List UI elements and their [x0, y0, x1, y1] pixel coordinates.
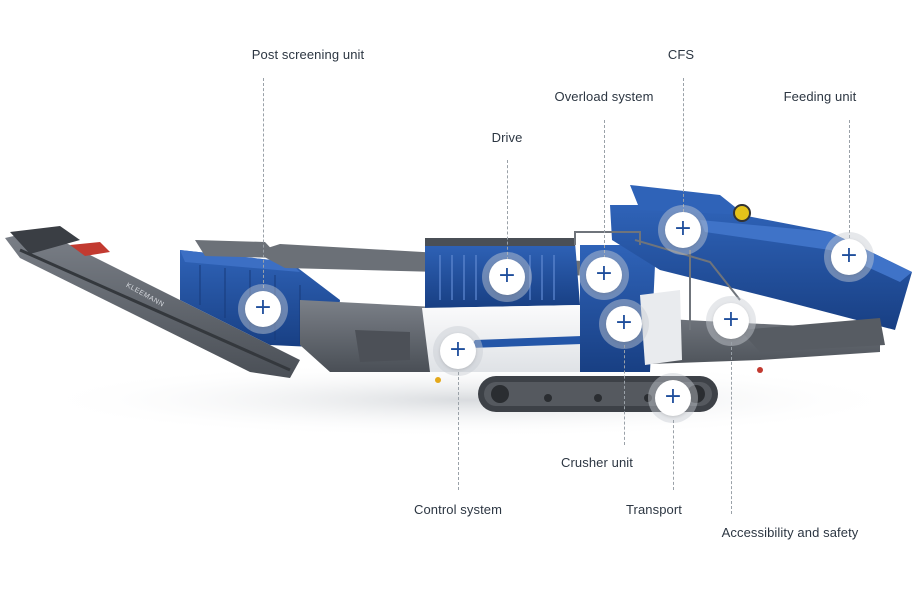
- plus-icon: +: [721, 307, 741, 332]
- hotspot-cfs[interactable]: +: [665, 212, 701, 248]
- plus-icon: +: [673, 216, 693, 241]
- hotspot-feeding-unit[interactable]: +: [831, 239, 867, 275]
- leader-transport: [673, 420, 674, 490]
- label-cfs: CFS: [667, 47, 695, 62]
- hotspot-transport[interactable]: +: [655, 380, 691, 416]
- hotspot-control-system[interactable]: +: [440, 333, 476, 369]
- plus-icon: +: [497, 263, 517, 288]
- plus-icon: +: [253, 295, 273, 320]
- leader-cfs: [683, 78, 684, 212]
- plus-icon: +: [663, 384, 683, 409]
- label-feeding-unit: Feeding unit: [783, 89, 857, 104]
- leader-feeding-unit: [849, 120, 850, 238]
- hotspot-crusher-unit[interactable]: +: [606, 306, 642, 342]
- plus-icon: +: [614, 310, 634, 335]
- leader-post-screening-unit: [263, 78, 264, 288]
- label-drive: Drive: [491, 130, 523, 145]
- plus-icon: +: [448, 337, 468, 362]
- hotspot-overload-system[interactable]: +: [586, 257, 622, 293]
- label-crusher-unit: Crusher unit: [560, 455, 634, 470]
- label-control-system: Control system: [413, 502, 503, 517]
- label-transport: Transport: [625, 502, 683, 517]
- hotspot-drive[interactable]: +: [489, 259, 525, 295]
- leader-control-system: [458, 372, 459, 490]
- plus-icon: +: [839, 243, 859, 268]
- label-post-screening-unit: Post screening unit: [251, 47, 365, 62]
- hotspot-accessibility-and-safety[interactable]: +: [713, 303, 749, 339]
- plus-icon: +: [594, 261, 614, 286]
- leader-overload-system: [604, 120, 605, 258]
- leader-drive: [507, 160, 508, 260]
- hotspot-post-screening-unit[interactable]: +: [245, 291, 281, 327]
- leader-crusher-unit: [624, 345, 625, 445]
- label-overload-system: Overload system: [554, 89, 654, 104]
- leader-accessibility-and-safety: [731, 342, 732, 514]
- label-accessibility-and-safety: Accessibility and safety: [721, 525, 859, 540]
